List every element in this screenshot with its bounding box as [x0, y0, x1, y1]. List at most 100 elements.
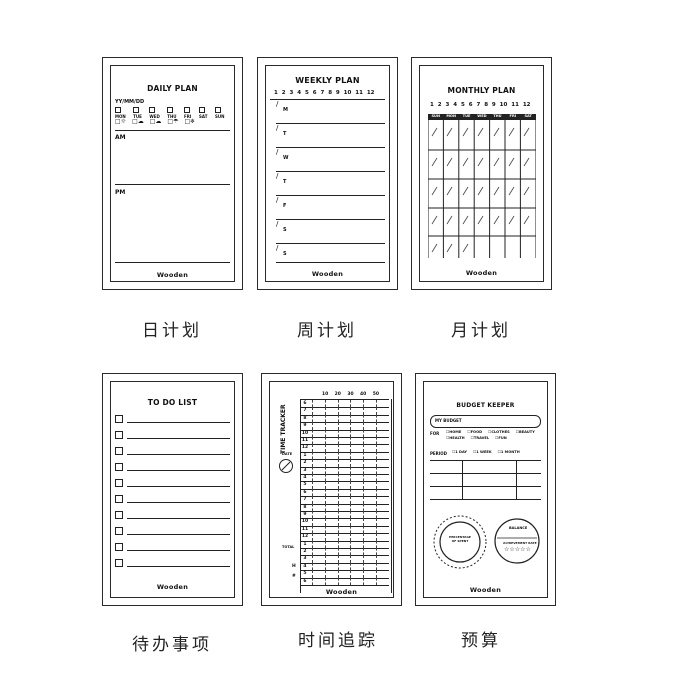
- minute-cells[interactable]: [312, 466, 389, 474]
- todo-item[interactable]: [111, 429, 234, 445]
- option-food[interactable]: ☐FOOD: [467, 430, 483, 434]
- time-row[interactable]: 11: [300, 525, 389, 535]
- sun-icon[interactable]: □☼: [115, 118, 127, 125]
- checkbox[interactable]: [115, 511, 123, 519]
- rain-icon[interactable]: □☂: [167, 118, 179, 125]
- monthly-plan-card[interactable]: MONTHLY PLAN 1 2 3 4 5 6 7 8 9 10 11 12: [411, 57, 552, 290]
- checkbox[interactable]: [115, 431, 123, 439]
- time-row[interactable]: 9: [300, 422, 389, 431]
- minute-cells[interactable]: [312, 511, 389, 519]
- time-row[interactable]: 1: [300, 540, 389, 549]
- time-row[interactable]: 4: [300, 474, 389, 483]
- minute-cells[interactable]: [312, 429, 389, 437]
- todo-list-card[interactable]: TO DO LIST Wooden: [102, 373, 243, 606]
- time-row[interactable]: 3: [300, 555, 389, 564]
- time-row[interactable]: 2: [300, 548, 389, 557]
- option-travel[interactable]: ☐TRAVEL: [470, 436, 490, 440]
- minute-cells[interactable]: [312, 540, 389, 548]
- weekly-plan-card[interactable]: WEEKLY PLAN 1 2 3 4 5 6 7 8 9 10 11 12 /…: [257, 57, 398, 290]
- time-row[interactable]: 11: [300, 437, 389, 446]
- minute-cells[interactable]: [312, 400, 389, 408]
- checkbox[interactable]: [115, 543, 123, 551]
- checkbox[interactable]: [115, 527, 123, 535]
- todo-item[interactable]: [111, 525, 234, 541]
- minute-cells[interactable]: [312, 525, 389, 534]
- checkbox[interactable]: [115, 463, 123, 471]
- minute-cells[interactable]: [312, 518, 389, 526]
- time-row[interactable]: 9: [300, 511, 389, 520]
- time-row[interactable]: 12: [300, 533, 389, 542]
- minute-cells[interactable]: [312, 577, 389, 585]
- minute-cells[interactable]: [312, 451, 389, 460]
- time-row[interactable]: 3: [300, 466, 389, 475]
- time-row[interactable]: 10: [300, 429, 389, 438]
- minute-cells[interactable]: [312, 437, 389, 445]
- time-row[interactable]: 7: [300, 496, 389, 505]
- time-row[interactable]: 10: [300, 518, 389, 527]
- time-row[interactable]: 2: [300, 459, 389, 468]
- todo-item[interactable]: [111, 557, 234, 573]
- minute-cells[interactable]: [312, 481, 389, 489]
- todo-item[interactable]: [111, 509, 234, 525]
- budget-keeper-card[interactable]: BUDGET KEEPER MY BUDGET FOR ☐HOME ☐FOOD …: [415, 373, 556, 606]
- star-rating[interactable]: ☆☆☆☆☆: [504, 546, 531, 553]
- minute-cells[interactable]: [312, 488, 389, 497]
- time-row[interactable]: 5: [300, 570, 389, 579]
- minute-cells[interactable]: [312, 414, 389, 423]
- time-row[interactable]: 6: [300, 577, 389, 586]
- checkbox[interactable]: [115, 415, 123, 423]
- day-sat[interactable]: SAT: [199, 107, 213, 119]
- cloud-sun-icon[interactable]: □☁: [132, 118, 144, 125]
- time-row[interactable]: 5: [300, 481, 389, 490]
- todo-item[interactable]: [111, 477, 234, 493]
- period-week[interactable]: ☐1 WEEK: [473, 450, 492, 454]
- day-mon[interactable]: MON: [115, 107, 131, 119]
- option-home[interactable]: ☐HOME: [446, 430, 462, 434]
- todo-item[interactable]: [111, 413, 234, 429]
- day-sun[interactable]: SUN: [215, 107, 230, 119]
- period-day[interactable]: ☐1 DAY: [452, 450, 468, 454]
- minute-cells[interactable]: [312, 533, 389, 541]
- minute-cells[interactable]: [312, 459, 389, 467]
- time-row[interactable]: 12: [300, 444, 389, 453]
- time-row[interactable]: 8: [300, 414, 389, 424]
- minute-cells[interactable]: [312, 474, 389, 482]
- minute-cells[interactable]: [312, 444, 389, 452]
- minute-cells[interactable]: [312, 407, 389, 415]
- day-fri[interactable]: FRI: [184, 107, 197, 119]
- option-beauty[interactable]: ☐BEAUTY: [515, 430, 535, 434]
- checkbox[interactable]: [115, 447, 123, 455]
- checkbox[interactable]: [115, 559, 123, 567]
- minute-cells[interactable]: [312, 562, 389, 571]
- my-budget-field[interactable]: MY BUDGET: [430, 415, 541, 428]
- snow-icon[interactable]: □❄: [184, 118, 196, 125]
- todo-item[interactable]: [111, 461, 234, 477]
- period-month[interactable]: ☐1 MONTH: [497, 450, 520, 454]
- option-health[interactable]: ☐HEALTH: [446, 436, 465, 440]
- todo-item[interactable]: [111, 493, 234, 509]
- time-row[interactable]: 6: [300, 488, 389, 498]
- checkbox[interactable]: [115, 479, 123, 487]
- checkbox[interactable]: [115, 495, 123, 503]
- time-tracker-card[interactable]: TIME TRACKER DATE TOTAL H # 10 20 30 40 …: [261, 373, 402, 606]
- time-row[interactable]: 6: [300, 400, 389, 409]
- todo-item[interactable]: [111, 445, 234, 461]
- option-clothes[interactable]: ☐CLOTHES: [488, 430, 510, 434]
- day-thu[interactable]: THU: [167, 107, 182, 119]
- option-fun[interactable]: ☐FUN: [495, 436, 507, 440]
- daily-plan-card[interactable]: DAILY PLAN YY/MM/DD MON TUE WED THU FRI …: [102, 57, 243, 290]
- time-row[interactable]: 1: [300, 451, 389, 461]
- day-tue[interactable]: TUE: [133, 107, 147, 119]
- time-row[interactable]: 4: [300, 562, 389, 572]
- todo-item[interactable]: [111, 541, 234, 557]
- time-row[interactable]: 7: [300, 407, 389, 416]
- day-wed[interactable]: WED: [149, 107, 165, 119]
- minute-cells[interactable]: [312, 555, 389, 563]
- minute-cells[interactable]: [312, 570, 389, 578]
- minute-cells[interactable]: [312, 496, 389, 504]
- minute-cells[interactable]: [312, 548, 389, 556]
- time-row[interactable]: 8: [300, 503, 389, 512]
- cloud-icon[interactable]: □☁: [149, 118, 162, 125]
- minute-cells[interactable]: [312, 422, 389, 430]
- minute-cells[interactable]: [312, 503, 389, 511]
